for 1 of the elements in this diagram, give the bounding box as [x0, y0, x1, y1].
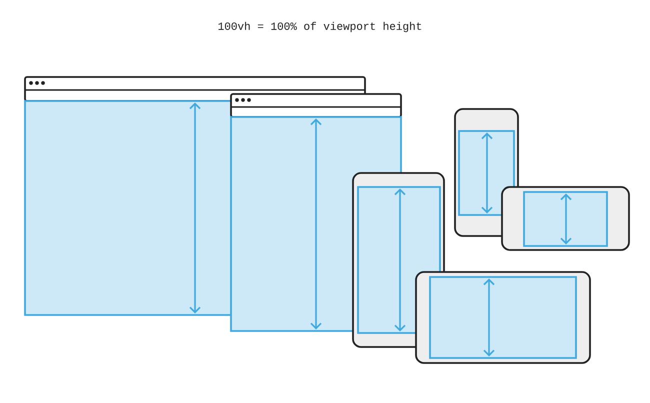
title: 100vh = 100% of viewport height [218, 22, 422, 32]
